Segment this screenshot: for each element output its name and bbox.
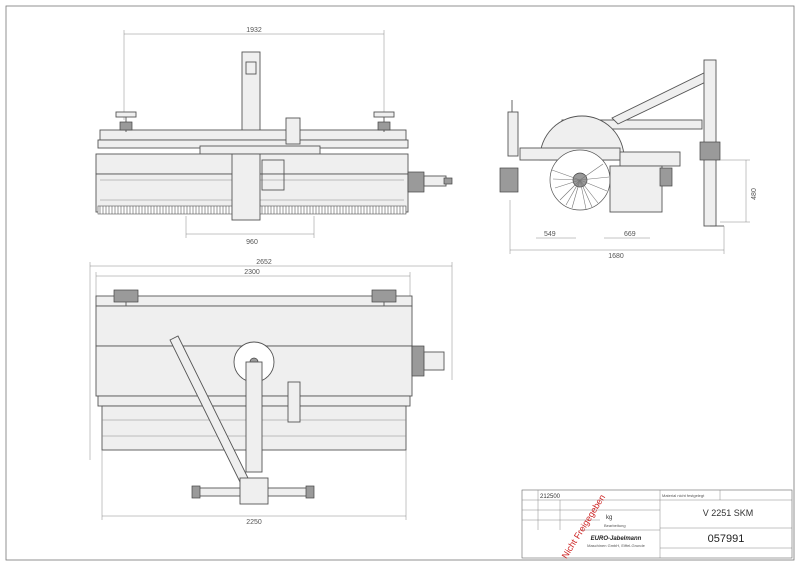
weight-unit: kg <box>606 515 612 521</box>
dim-side-height: 480 <box>751 188 758 200</box>
sheet-border <box>5 5 795 561</box>
right-crank-handle <box>373 111 395 132</box>
art-number: 212500 <box>540 494 561 500</box>
drawing-description: V 2251 SKM <box>703 508 754 518</box>
side-view: 480 549 669 1680 <box>499 59 758 260</box>
front-view: 1932 <box>95 27 453 246</box>
dim-side-left: 549 <box>544 231 556 238</box>
title-block: 212500 kg Bearbeitung Material nicht fes… <box>521 489 793 560</box>
dim-plan-width: 2300 <box>244 269 260 276</box>
dim-top-width: 1932 <box>246 27 262 34</box>
left-crank-handle <box>115 111 137 132</box>
company-name: EURO-Jabelmann <box>591 536 642 542</box>
treatment-label: Bearbeitung <box>604 523 626 528</box>
dim-plan-bottom: 2250 <box>246 519 262 526</box>
dim-plan-overall: 2652 <box>256 259 272 266</box>
plan-view: 2652 2300 <box>89 259 453 526</box>
company-address: Maschinen GmbH, Eiffel-Grunde <box>587 543 646 548</box>
dim-side-total: 1680 <box>608 253 624 260</box>
brush-roller <box>549 149 611 211</box>
material-note: Material nicht festgelegt <box>662 493 705 498</box>
dim-top-mid: 960 <box>246 239 258 246</box>
dim-side-right: 669 <box>624 231 636 238</box>
drawing-number: 057991 <box>708 533 745 545</box>
